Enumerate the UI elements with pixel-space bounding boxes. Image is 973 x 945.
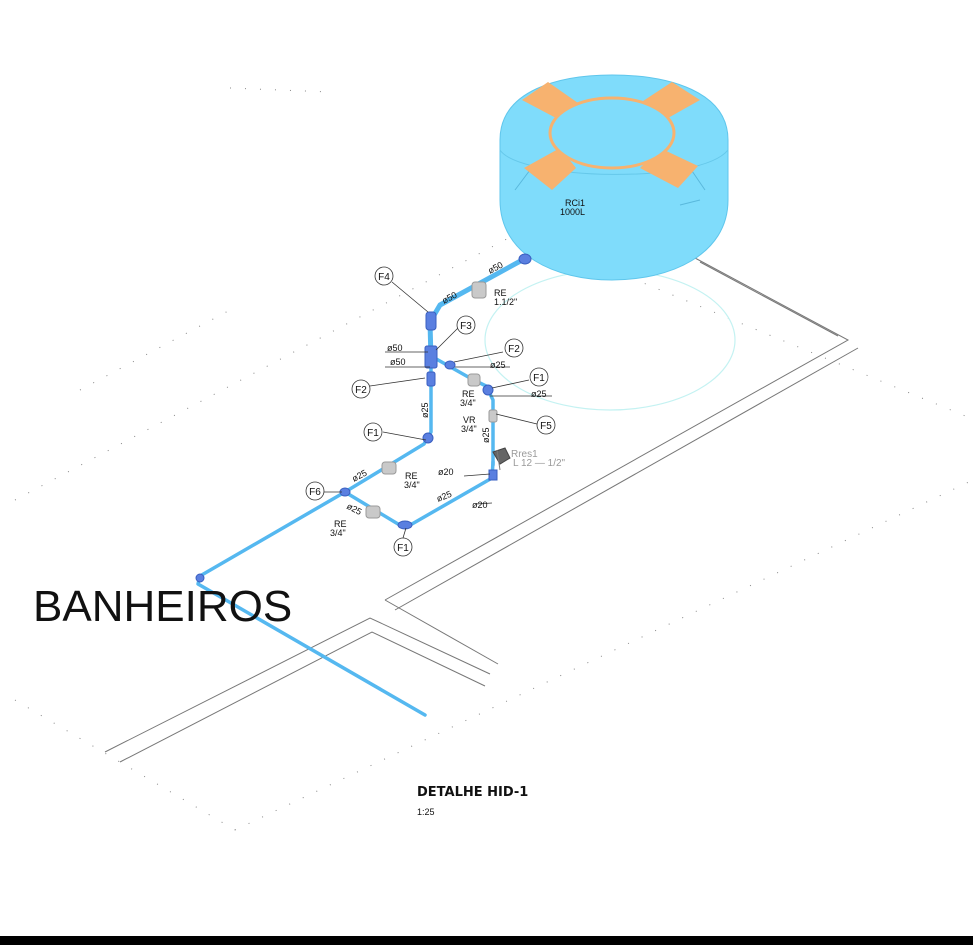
register-rres1: [492, 447, 511, 471]
tag-f1-right: F1: [529, 367, 549, 387]
svg-text:F6: F6: [309, 487, 321, 498]
fitting-elbow-bottom: [397, 520, 413, 530]
wall-outline: [104, 257, 859, 763]
tank-shoulder-line: [499, 149, 729, 175]
valve-label-re-1-size: 1.1/2": [494, 297, 517, 307]
svg-text:F5: F5: [540, 421, 552, 432]
valve-label-re-4: RE: [334, 519, 347, 529]
tag-f2-left: F2: [351, 379, 371, 399]
diam-label: ø25: [481, 427, 491, 443]
ground-outline: [14, 87, 973, 831]
diam-label: ø20: [472, 500, 488, 510]
pipe-branch-right: [429, 354, 495, 467]
valves: [365, 281, 498, 519]
fitting-tee-branch: [444, 360, 456, 370]
tag-f1-left: F1: [363, 422, 383, 442]
pipe-fittings: [195, 253, 532, 583]
svg-text:F2: F2: [508, 344, 520, 355]
valve-label-vr-size: 3/4": [461, 424, 477, 434]
tank-capacity: 1000L: [560, 207, 585, 217]
tank-handle-nw: [522, 82, 578, 118]
valve-labels: RE 1.1/2" RE 3/4" VR 3/4" RE 3/4" RE 3/4…: [330, 288, 517, 538]
drawing-scale: 1:25: [417, 807, 435, 817]
valve-label-vr: VR: [463, 415, 476, 425]
tag-f5: F5: [536, 415, 556, 435]
valve-label-re-3: RE: [405, 471, 418, 481]
valve-re-3-4-b: [381, 461, 397, 475]
fitting-tee: [424, 345, 438, 369]
svg-text:F4: F4: [378, 272, 390, 283]
fitting-elbow-banheiros: [195, 573, 205, 583]
valve-re-1-1-2: [471, 281, 487, 299]
diam-label: ø50: [387, 343, 403, 353]
tank-id: RCi1: [565, 198, 585, 208]
tag-f4: F4: [374, 266, 394, 286]
tag-f1-bottom: F1: [393, 537, 413, 557]
fitting-reducer: [426, 371, 436, 387]
drawing-title: DETALHE HID-1: [417, 785, 528, 800]
tag-f6: F6: [305, 481, 325, 501]
diam-label: ø25: [420, 402, 430, 418]
valve-re-3-4-c: [365, 505, 381, 519]
fitting-tags: F4 F3 F2 F2 F1 F1 F5 F6: [305, 266, 556, 557]
diam-label: ø25: [490, 360, 506, 370]
valve-label-re-4-size: 3/4": [330, 528, 346, 538]
bottom-bar: [0, 936, 973, 945]
fitting-tank-outlet: [518, 253, 532, 265]
tank-lid: [548, 96, 676, 170]
valve-re-3-4-a: [467, 373, 481, 387]
diam-label: ø50: [440, 290, 458, 306]
svg-text:F1: F1: [397, 543, 409, 554]
valve-label-re-2: RE: [462, 389, 475, 399]
tank-footprint: [484, 269, 736, 411]
valve-vr: [488, 409, 498, 423]
register-label: Rres1: [511, 449, 538, 460]
fitting-elbow-top: [425, 311, 437, 331]
room-label: BANHEIROS: [33, 582, 292, 631]
svg-text:F1: F1: [533, 373, 545, 384]
register-spec: L 12 — 1/2": [513, 458, 566, 469]
valve-label-re-1: RE: [494, 288, 507, 298]
diameter-labels: ø50 ø50 ø50 ø50 ø25 ø25 ø25 ø25 ø20 ø25 …: [345, 260, 546, 517]
tank-handle-sw: [524, 148, 576, 190]
tag-f2-right: F2: [504, 338, 524, 358]
valve-label-re-3-size: 3/4": [404, 480, 420, 490]
diam-label: ø20: [438, 467, 454, 477]
diam-label: ø50: [390, 357, 406, 367]
fitting-register-base: [488, 469, 498, 481]
fitting-elbow-right: [482, 384, 494, 396]
pipe-network: [196, 255, 529, 717]
diam-label: ø25: [531, 389, 547, 399]
tag-f3: F3: [456, 315, 476, 335]
svg-text:F2: F2: [355, 385, 367, 396]
leader-lines: [324, 281, 552, 539]
water-tank: RCi1 1000L: [499, 74, 729, 281]
svg-text:F1: F1: [367, 428, 379, 439]
fitting-elbow-mid: [422, 432, 434, 444]
svg-text:F3: F3: [460, 321, 472, 332]
valve-label-re-2-size: 3/4": [460, 398, 476, 408]
